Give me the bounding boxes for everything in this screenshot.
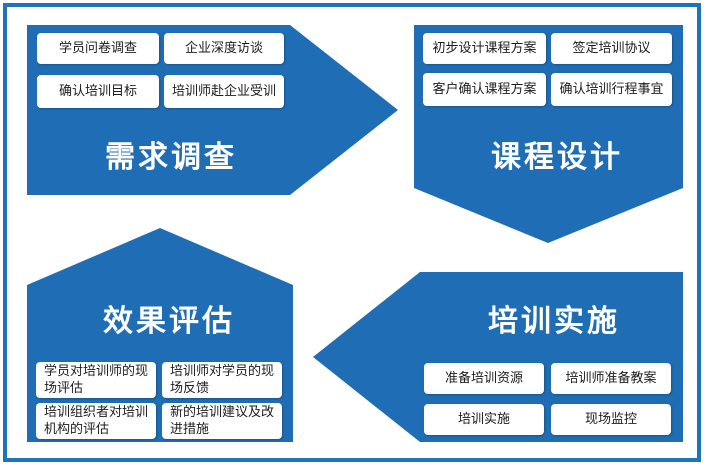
design-item-client-confirm: 客户确认课程方案	[423, 73, 546, 106]
design-item-itinerary: 确认培训行程事宜	[551, 73, 672, 106]
eval-item-student-feedback: 学员对培训师的现场评估	[36, 362, 156, 398]
evaluation-title: 效果评估	[103, 304, 235, 339]
eval-item-improvement: 新的培训建议及改进措施	[162, 403, 282, 439]
needs-item-confirm-goal: 确认培训目标	[37, 75, 159, 108]
impl-item-monitoring: 现场监控	[551, 404, 671, 435]
impl-item-implementation: 培训实施	[424, 404, 544, 435]
needs-survey-arrow-shape	[27, 25, 398, 195]
design-item-initial-plan: 初步设计课程方案	[423, 33, 546, 64]
needs-item-trainer-visit: 培训师赴企业受训	[164, 75, 284, 108]
course-design-title: 课程设计	[491, 140, 623, 175]
impl-item-resources: 准备培训资源	[424, 363, 544, 394]
implementation-arrow-shape	[313, 272, 683, 442]
needs-item-questionnaire: 学员问卷调查	[37, 33, 159, 64]
design-item-sign-agreement: 签定培训协议	[551, 33, 672, 64]
eval-item-trainer-feedback: 培训师对学员的现场反馈	[162, 362, 282, 398]
needs-item-interview: 企业深度访谈	[164, 33, 284, 64]
implementation-title: 培训实施	[488, 304, 620, 339]
needs-survey-title: 需求调查	[105, 140, 237, 175]
eval-item-organizer-evaluation: 培训组织者对培训机构的评估	[36, 403, 156, 439]
impl-item-lesson-plan: 培训师准备教案	[551, 363, 671, 394]
